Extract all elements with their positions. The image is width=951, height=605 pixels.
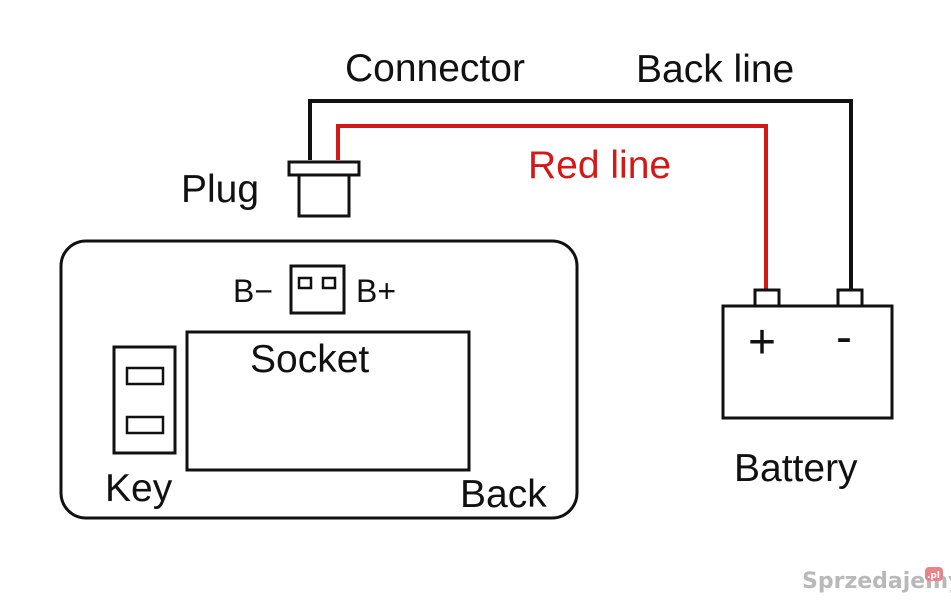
watermark: Sprzedajemy .pl bbox=[802, 567, 951, 594]
battery-label: Battery bbox=[734, 447, 858, 490]
plug bbox=[287, 160, 361, 218]
watermark-suffix: .pl bbox=[927, 571, 940, 581]
b-connector-port bbox=[289, 264, 346, 315]
plug-label: Plug bbox=[181, 168, 259, 211]
key-label: Key bbox=[105, 467, 173, 510]
battery-minus-sign: - bbox=[836, 311, 852, 364]
connector-label: Connector bbox=[345, 47, 525, 90]
battery bbox=[721, 288, 894, 420]
red-line-label: Red line bbox=[528, 144, 671, 187]
back-line-label: Back line bbox=[636, 48, 794, 91]
back-label: Back bbox=[460, 473, 547, 516]
socket-area bbox=[185, 330, 471, 472]
socket-label: Socket bbox=[250, 338, 369, 381]
watermark-badge bbox=[925, 567, 943, 581]
b-minus-label: B− bbox=[233, 273, 273, 309]
back-line-wire bbox=[308, 99, 853, 293]
battery-plus-sign: + bbox=[748, 316, 776, 369]
red-line-wire bbox=[336, 124, 768, 293]
b-plus-label: B+ bbox=[356, 273, 396, 309]
key-block bbox=[112, 345, 177, 455]
